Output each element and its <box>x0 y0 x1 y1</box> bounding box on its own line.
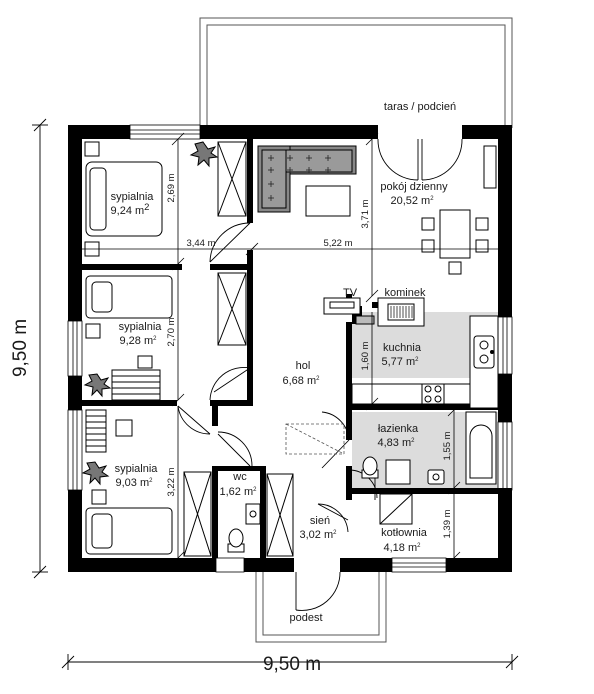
plant-icon <box>81 461 110 486</box>
dim-3-71: 3,71 m <box>360 199 371 228</box>
plant-icon <box>83 373 112 398</box>
room-area-bedroom3: 9,03 m2 <box>116 477 154 489</box>
room-name-bathroom: łazienka <box>378 423 419 435</box>
landing-outline <box>255 572 387 643</box>
interior-walls <box>82 139 512 558</box>
dim-1-55: 1,55 m <box>442 431 453 460</box>
room-area-bedroom2: 9,28 m2 <box>120 335 158 347</box>
landing-label: podest <box>289 612 322 624</box>
tv-unit <box>323 297 375 325</box>
exterior-walls <box>68 125 512 572</box>
dim-2-70: 2,70 m <box>166 317 177 346</box>
room-name-hall: hol <box>296 360 311 372</box>
room-name-bedroom1: sypialnia <box>111 191 155 203</box>
bed-icon <box>85 275 173 401</box>
dim-1-60: 1,60 m <box>360 341 371 370</box>
sink-icon <box>473 335 495 369</box>
room-area-vestibule: 3,02 m2 <box>300 529 338 541</box>
overall-height-label: 9,50 m <box>10 319 31 377</box>
room-area-hall: 6,68 m2 <box>283 375 321 387</box>
room-area-kitchen: 5,77 m2 <box>382 356 420 368</box>
room-area-bedroom1: 9,24 m2 <box>111 202 150 217</box>
room-area-bathroom: 4,83 m2 <box>378 437 416 449</box>
door-swing-icon <box>177 138 463 611</box>
room-name-living: pokój dzienny <box>380 181 448 193</box>
room-name-bedroom3: sypialnia <box>115 463 159 475</box>
fireplace-label: kominek <box>385 287 426 299</box>
dining-table-icon <box>421 145 497 275</box>
bed-icon <box>85 409 173 555</box>
overall-dimension-lines <box>32 118 519 670</box>
room-name-vestibule: sień <box>310 515 330 527</box>
stove-icon <box>421 383 445 405</box>
wardrobe <box>183 141 294 557</box>
sofa-icon <box>257 145 357 217</box>
boiler-icon <box>379 493 413 525</box>
dimension-lines <box>82 132 498 565</box>
dim-1-39: 1,39 m <box>442 509 453 538</box>
terrace-outline <box>199 17 513 128</box>
vent-hatch <box>285 423 345 455</box>
room-name-wc: wc <box>232 471 247 483</box>
room-name-boiler: kotłownia <box>381 527 428 539</box>
room-name-kitchen: kuchnia <box>383 342 422 354</box>
dim-3-22: 3,22 m <box>166 467 177 496</box>
bed-icon <box>84 141 163 257</box>
dim-5-22: 5,22 m <box>323 238 352 249</box>
bathtub-icon <box>465 411 497 485</box>
room-area-wc: 1,62 m2 <box>220 486 258 498</box>
overall-width-label: 9,50 m <box>263 654 321 675</box>
dim-3-44: 3,44 m <box>186 238 215 249</box>
room-area-living: 20,52 m2 <box>390 195 434 207</box>
dim-2-69: 2,69 m <box>166 173 177 202</box>
fireplace-icon <box>377 297 425 327</box>
terrace-label: taras / podcień <box>384 101 456 113</box>
window-icon <box>67 124 513 573</box>
sink-icon <box>245 459 445 525</box>
toilet-icon <box>227 456 379 553</box>
plant-icon <box>189 141 219 168</box>
tv-label: TV <box>343 287 358 299</box>
room-area-boiler: 4,18 m2 <box>384 542 422 554</box>
room-name-bedroom2: sypialnia <box>119 321 163 333</box>
